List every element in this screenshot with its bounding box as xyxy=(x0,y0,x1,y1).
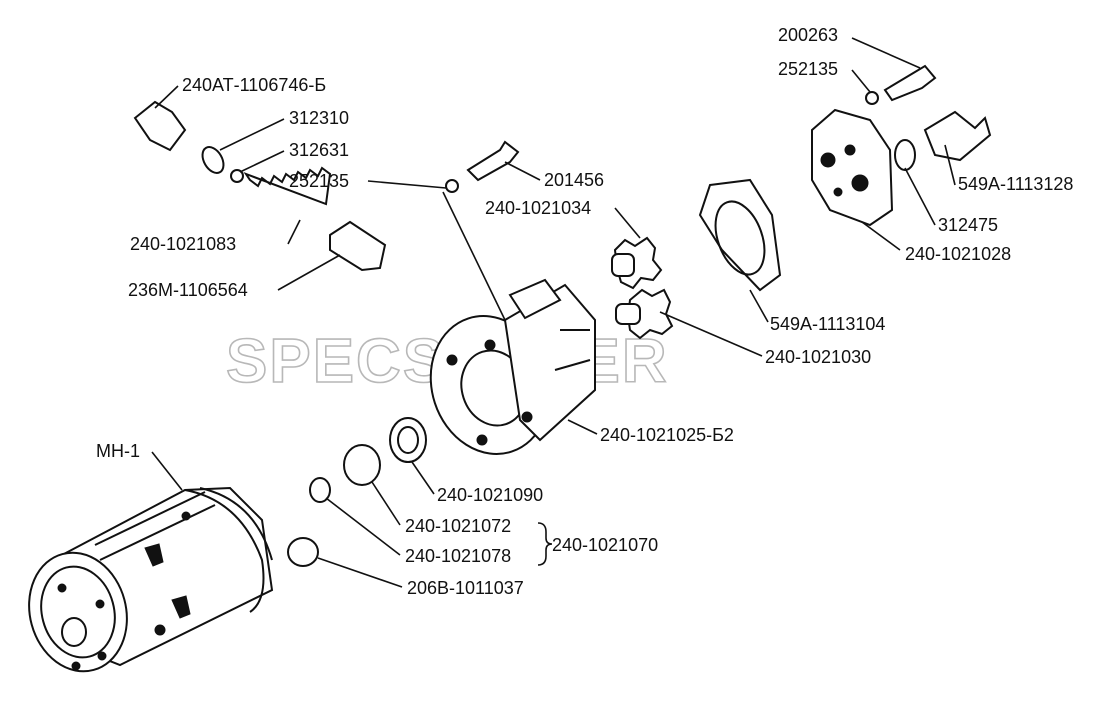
callout-240-1021025-b2: 240-1021025-Б2 xyxy=(600,425,734,445)
callout-312310: 312310 xyxy=(289,108,349,128)
valve-spring xyxy=(243,166,332,206)
callout-206v-1011037: 206В-1011037 xyxy=(407,578,524,598)
callout-236m-1106564: 236М-1106564 xyxy=(128,280,248,300)
callout-240-1021072: 240-1021072 xyxy=(405,516,511,536)
relief-valve-plug xyxy=(133,100,244,183)
gasket xyxy=(698,178,782,292)
callout-312475: 312475 xyxy=(938,215,998,235)
callout-240-1021070: 240-1021070 xyxy=(552,535,658,555)
callout-240-1021028: 240-1021028 xyxy=(905,244,1011,264)
callout-240-1021090: 240-1021090 xyxy=(437,485,543,505)
coupling-sleeve xyxy=(287,537,319,567)
callout-240-1021078: 240-1021078 xyxy=(405,546,511,566)
callout-252135-cover: 252135 xyxy=(778,59,838,79)
pump-gears xyxy=(611,236,674,340)
callout-201456: 201456 xyxy=(544,170,604,190)
pump-housing xyxy=(429,278,596,455)
callout-200263: 200263 xyxy=(778,25,838,45)
housing-bolt xyxy=(445,140,520,193)
bearing xyxy=(309,444,381,503)
electric-motor xyxy=(28,486,274,673)
callout-240-1021034: 240-1021034 xyxy=(485,198,591,218)
callout-252135-housing: 252135 xyxy=(289,171,349,191)
pump-cover xyxy=(811,108,894,227)
leader-lines xyxy=(151,37,956,588)
callout-240-1021083: 240-1021083 xyxy=(130,234,236,254)
callout-549a-1113128: 549А-1113128 xyxy=(958,174,1073,194)
callout-240at-1106746-b: 240АТ-1106746-Б xyxy=(182,75,326,95)
callout-mn-1: МН-1 xyxy=(96,441,140,461)
outlet-fitting xyxy=(894,110,992,171)
callout-312631: 312631 xyxy=(289,140,349,160)
callout-240-1021030: 240-1021030 xyxy=(765,347,871,367)
seal-ring xyxy=(389,417,427,463)
valve-plunger xyxy=(329,220,387,272)
cover-bolt xyxy=(865,64,937,105)
callout-labels: 200263 252135 240АТ-1106746-Б 312310 312… xyxy=(96,25,1073,598)
callout-549a-1113104: 549А-1113104 xyxy=(770,314,885,334)
